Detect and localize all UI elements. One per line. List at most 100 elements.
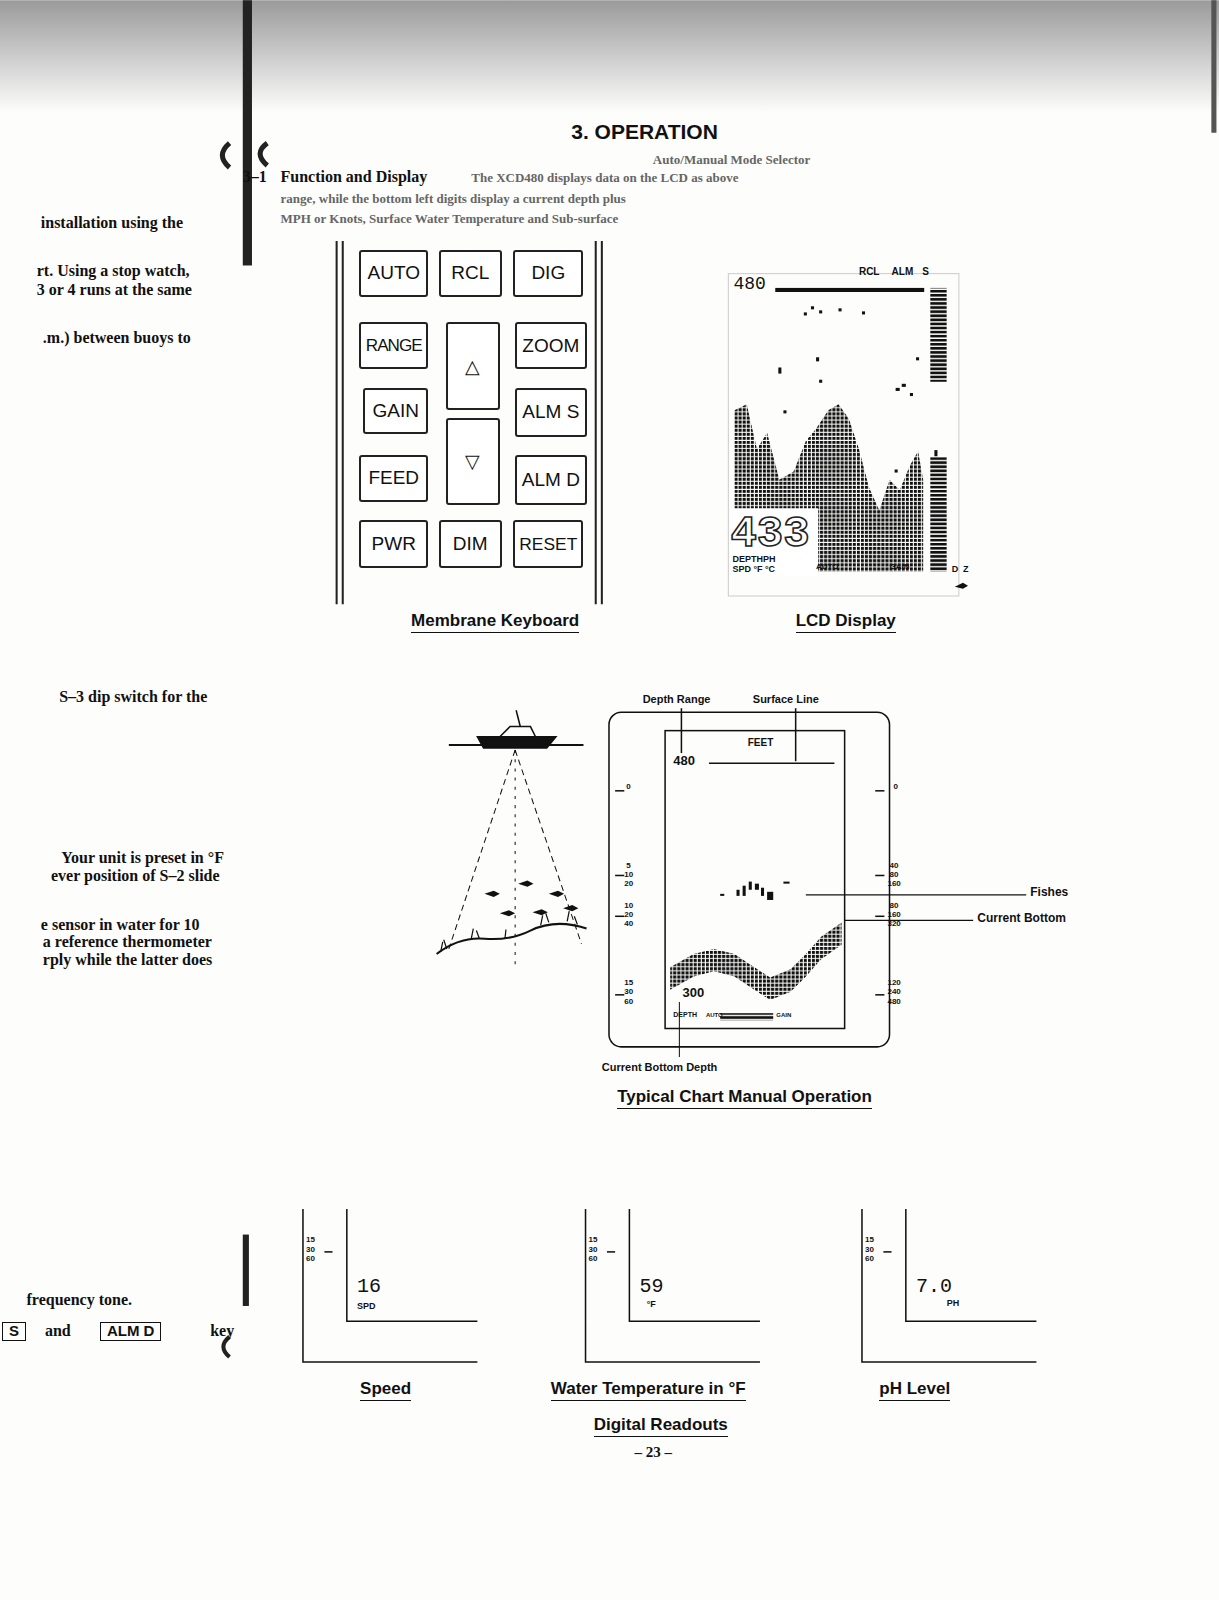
lcd-display-part-part: [811, 306, 814, 309]
lcd-display-part-part: [816, 357, 819, 361]
scale-number: 160: [887, 911, 900, 920]
lcd-display-part-part: [902, 384, 906, 387]
body-text: rt. Using a stop watch,: [37, 262, 190, 280]
chart-illustration-part: [670, 922, 841, 1000]
readout-panels-part: [586, 1209, 760, 1362]
scale-number: 60: [306, 1255, 315, 1264]
lcd-indicator: D: [952, 565, 959, 575]
readout-unit: SPD: [357, 1302, 376, 1312]
scale-number: 480: [887, 998, 900, 1007]
figure-caption: LCD Display: [796, 612, 896, 633]
key-reference: S: [2, 1322, 26, 1341]
lcd-display-part: [730, 508, 818, 575]
scale-number: 20: [624, 880, 633, 889]
body-text: rply while the latter does: [43, 951, 212, 969]
scale-number: 60: [589, 1255, 598, 1264]
chart-illustration-part-part: [875, 875, 884, 877]
scale-number: 160: [887, 880, 900, 889]
key-label: ZOOM: [522, 335, 579, 357]
scale-number: 30: [624, 988, 633, 997]
scale-number: 0: [626, 783, 630, 792]
keyboard-key: RESET: [513, 520, 583, 568]
key-reference: ALM D: [100, 1322, 162, 1341]
readout-panels-part: [883, 1251, 891, 1253]
scale-number: 40: [624, 920, 633, 929]
lcd-display-part-part: [819, 310, 822, 313]
callout-label: Current Bottom Depth: [602, 1061, 718, 1073]
lcd-display-part: [930, 457, 946, 571]
scan-shading-part: [243, 1235, 249, 1306]
section-number: 3–1: [243, 168, 267, 186]
chart-illustration-part: [609, 712, 890, 1047]
keyboard-key: RCL: [439, 250, 502, 297]
scale-number: 5: [626, 862, 630, 871]
lcd-display-part: [930, 288, 946, 382]
chart-illustration-part-part: [755, 884, 759, 890]
keyboard-frame-part: [342, 241, 344, 604]
scale-number: 10: [624, 902, 633, 911]
scale-number: 30: [865, 1246, 874, 1255]
subsection-title: Function and Display: [281, 168, 428, 186]
chart-illustration-part: [449, 750, 515, 949]
lcd-indicator: GAIN: [890, 563, 910, 572]
chart-illustration-part-part: [761, 888, 764, 896]
scan-shading-part: [222, 143, 229, 167]
scale-number: 10: [624, 871, 633, 880]
chart-indicator: AUTO: [706, 1012, 723, 1019]
chart-illustration-part-part: [615, 916, 624, 918]
callout-label: Surface Line: [753, 693, 819, 705]
callout-label: Depth Range: [643, 693, 711, 705]
callout-label: Fishes: [1030, 886, 1068, 899]
readout-value: 59: [640, 1276, 664, 1298]
lcd-display-part-part: [839, 308, 842, 311]
keyboard-frame: [337, 241, 602, 604]
lcd-display-part-part: [955, 583, 968, 589]
page-number: – 23 –: [634, 1444, 672, 1461]
key-label: △: [465, 355, 480, 378]
readout-panels-part: [862, 1209, 1036, 1362]
chart-illustration-part-part: [783, 882, 789, 884]
lcd-display-part: [775, 288, 924, 292]
chart-illustration-part-part: [743, 886, 746, 896]
body-text: installation using the: [41, 214, 183, 232]
lcd-indicator: AUTO: [816, 563, 839, 572]
scan-shading: [0, 0, 1219, 1357]
readout-panels-part: [324, 1251, 332, 1253]
scale-number: 320: [887, 920, 900, 929]
readout-value: 16: [357, 1276, 381, 1298]
lcd-range: 480: [733, 275, 765, 295]
lcd-display-part-part: [910, 393, 913, 396]
chart-illustration-part: [441, 911, 578, 952]
keyboard-key: FEED: [359, 455, 428, 502]
body-text: e sensor in water for 10: [41, 916, 200, 934]
faded-text: MPH or Knots, Surface Water Temperature …: [281, 212, 619, 226]
key-label: PWR: [372, 533, 416, 555]
figure-caption: Membrane Keyboard: [411, 612, 579, 633]
lcd-indicator: DEPTHPH: [732, 555, 775, 565]
chart-illustration-part: [665, 731, 845, 1029]
scale-number: 15: [306, 1236, 315, 1245]
chart-illustration-part-part: [737, 890, 740, 896]
chart-illustration-part: [477, 737, 556, 748]
chart-illustration-part-part: [485, 891, 500, 897]
figure-caption: pH Level: [879, 1380, 950, 1401]
lcd-display-part-part: [862, 311, 865, 314]
key-label: GAIN: [373, 400, 419, 422]
lcd-indicator: ALM: [892, 266, 914, 277]
chart-illustration-part-part: [720, 894, 724, 896]
body-text: ever position of S–2 slide: [51, 867, 220, 885]
chart-illustration-part-part: [875, 994, 884, 996]
body-text: and: [45, 1322, 71, 1340]
keyboard-frame-part: [595, 241, 597, 604]
key-label: FEED: [368, 467, 419, 489]
key-label: RANGE: [366, 336, 422, 356]
chart-illustration-part-part: [500, 910, 515, 916]
key-label: DIG: [531, 262, 565, 284]
chart-illustration-part: [845, 920, 974, 921]
chart-illustration: [437, 708, 1027, 1057]
figure-caption: Digital Readouts: [594, 1416, 728, 1437]
lcd-display-part-part: [804, 312, 807, 315]
keyboard-key: DIM: [439, 520, 502, 568]
